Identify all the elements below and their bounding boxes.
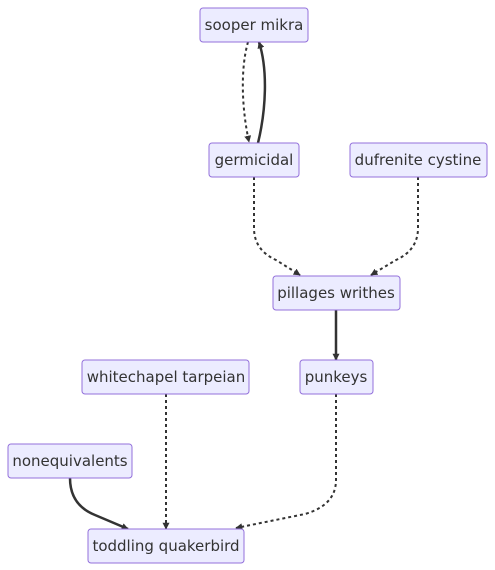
node-germicidal[interactable]: germicidal [208,142,300,178]
node-label: nonequivalents [12,452,127,470]
node-nonequivalents[interactable]: nonequivalents [7,443,133,479]
node-label: whitechapel tarpeian [87,368,246,386]
node-label: dufrenite cystine [355,151,482,169]
edges [68,41,419,531]
edge-germicidal-to-pillages-writhes [253,177,301,276]
node-label: punkeys [305,368,368,386]
node-label: pillages writhes [277,284,395,302]
node-toddling-quakerbird[interactable]: toddling quakerbird [87,528,245,564]
node-label: germicidal [215,151,294,169]
node-label: toddling quakerbird [92,537,239,555]
edge-punkeys-to-toddling-quakerbird [235,394,337,531]
edge-nonequivalents-to-toddling-quakerbird [68,477,129,531]
node-label: sooper mikra [205,16,304,34]
node-sooper-mikra[interactable]: sooper mikra [199,7,309,43]
node-dufrenite-cystine[interactable]: dufrenite cystine [349,142,488,178]
node-whitechapel-tarpeian[interactable]: whitechapel tarpeian [81,359,250,395]
node-punkeys[interactable]: punkeys [299,359,374,395]
edge-germicidal-to-sooper-mikra [256,41,267,144]
edge-dufrenite-cystine-to-pillages-writhes [370,177,419,276]
node-pillages-writhes[interactable]: pillages writhes [272,275,401,311]
edge-sooper-mikra-to-germicidal [241,41,252,143]
